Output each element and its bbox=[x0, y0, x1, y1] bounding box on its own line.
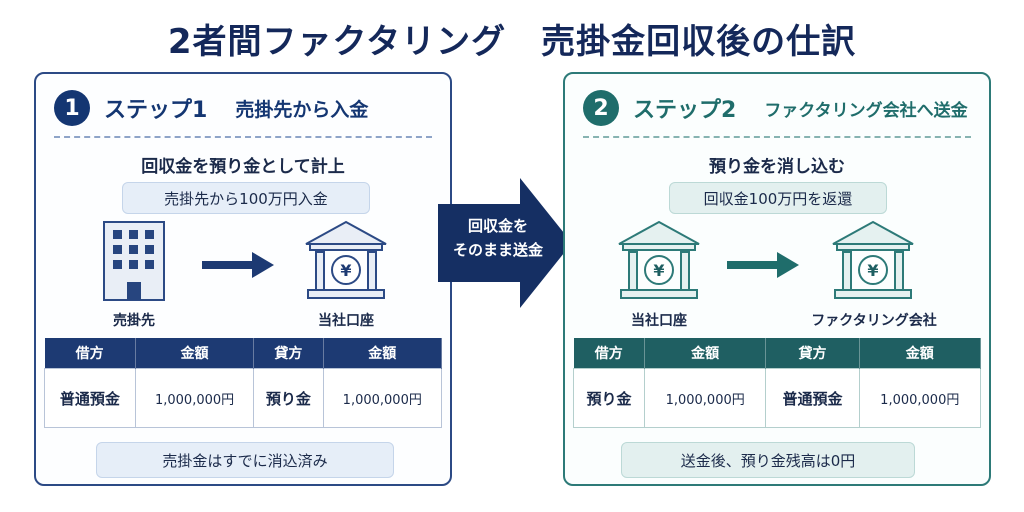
debit-account: 普通預金 bbox=[44, 368, 136, 428]
header-debit: 借方 bbox=[573, 338, 645, 369]
step1-journal-table: 借方 金額 貸方 金額 普通預金 1,000,000円 預り金 1,000,00… bbox=[44, 338, 443, 428]
arrow-right-icon bbox=[727, 252, 799, 278]
header-debit: 借方 bbox=[44, 338, 136, 369]
center-arrow-line2: そのまま送金 bbox=[452, 241, 543, 259]
header-credit: 貸方 bbox=[765, 338, 860, 369]
debit-amount: 1,000,000円 bbox=[643, 368, 767, 428]
header-amount: 金額 bbox=[135, 338, 255, 369]
to-label: 当社口座 bbox=[318, 313, 374, 329]
step2-heading: 預り金を消し込む bbox=[709, 157, 845, 177]
header-amount: 金額 bbox=[859, 338, 982, 369]
bank-yen-icon: ¥ bbox=[618, 220, 700, 299]
credit-amount: 1,000,000円 bbox=[322, 368, 443, 428]
header-amount: 金額 bbox=[323, 338, 443, 369]
step1-heading: 回収金を預り金として計上 bbox=[141, 157, 345, 177]
step2-panel: 2 ステップ2 ファクタリング会社へ送金 預り金を消し込む 回収金100万円を返… bbox=[563, 72, 991, 486]
debit-account: 預り金 bbox=[573, 368, 645, 428]
table-row: 預り金 1,000,000円 普通預金 1,000,000円 bbox=[573, 368, 982, 428]
step1-header: 1 ステップ1 売掛先から入金 bbox=[54, 88, 368, 128]
svg-text:¥: ¥ bbox=[340, 261, 351, 280]
credit-account: 預り金 bbox=[253, 368, 324, 428]
bank-yen-icon: ¥ bbox=[305, 220, 387, 299]
from-label: 売掛先 bbox=[113, 313, 155, 329]
header-amount: 金額 bbox=[644, 338, 767, 369]
credit-amount: 1,000,000円 bbox=[858, 368, 982, 428]
debit-amount: 1,000,000円 bbox=[134, 368, 255, 428]
center-arrow-label: 回収金を そのまま送金 bbox=[442, 214, 554, 262]
step2-subtitle: ファクタリング会社へ送金 bbox=[764, 100, 968, 121]
step2-amount-pill: 回収金100万円を返還 bbox=[669, 182, 887, 214]
step2-journal-table: 借方 金額 貸方 金額 預り金 1,000,000円 普通預金 1,000,00… bbox=[573, 338, 982, 428]
center-arrow-line1: 回収金を bbox=[467, 217, 528, 235]
step2-header: 2 ステップ2 ファクタリング会社へ送金 bbox=[583, 88, 968, 128]
divider bbox=[583, 136, 971, 138]
svg-text:¥: ¥ bbox=[653, 261, 664, 280]
step2-number-badge: 2 bbox=[583, 90, 619, 126]
divider bbox=[54, 136, 432, 138]
arrow-right-icon bbox=[202, 252, 274, 278]
office-building-icon bbox=[103, 221, 165, 301]
step1-amount-pill: 売掛先から100万円入金 bbox=[122, 182, 370, 214]
page-title: 2者間ファクタリング 売掛金回収後の仕訳 bbox=[167, 22, 857, 62]
to-label: ファクタリング会社 bbox=[811, 313, 937, 329]
big-arrow-right-icon bbox=[438, 178, 572, 308]
credit-account: 普通預金 bbox=[765, 368, 860, 428]
header-credit: 貸方 bbox=[253, 338, 324, 369]
step1-title: ステップ1 bbox=[104, 98, 208, 123]
step1-number-badge: 1 bbox=[54, 90, 90, 126]
from-label: 当社口座 bbox=[631, 313, 687, 329]
step1-note: 売掛金はすでに消込済み bbox=[96, 442, 394, 478]
bank-yen-icon: ¥ bbox=[832, 220, 914, 299]
step2-note: 送金後、預り金残高は0円 bbox=[621, 442, 915, 478]
svg-text:¥: ¥ bbox=[867, 261, 878, 280]
step2-title: ステップ2 bbox=[633, 98, 737, 123]
step1-panel: 1 ステップ1 売掛先から入金 回収金を預り金として計上 売掛先から100万円入… bbox=[34, 72, 452, 486]
table-row: 普通預金 1,000,000円 預り金 1,000,000円 bbox=[44, 368, 443, 428]
step1-subtitle: 売掛先から入金 bbox=[235, 98, 369, 121]
